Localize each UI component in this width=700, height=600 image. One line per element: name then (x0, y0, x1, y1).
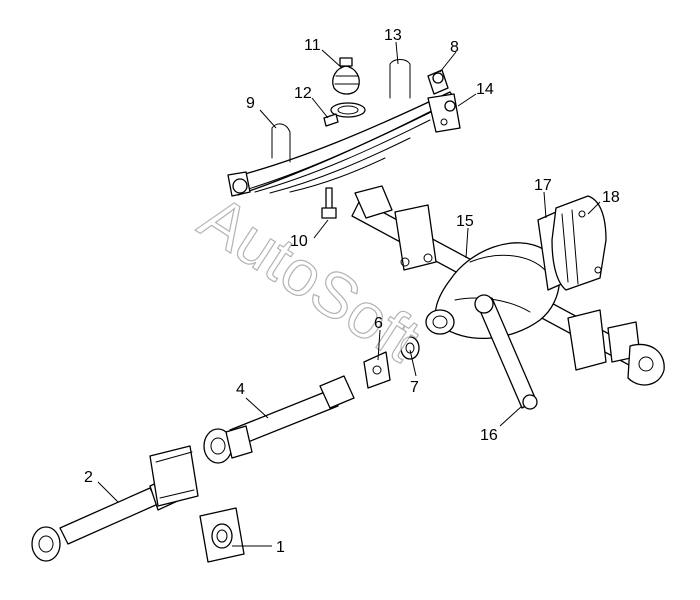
leader-4 (245, 397, 269, 419)
callout-8: 8 (450, 39, 459, 56)
leader-7 (409, 349, 417, 377)
leader-11 (321, 49, 343, 69)
u-bolt-13 (389, 59, 411, 99)
leader-12 (311, 97, 329, 119)
callout-6: 6 (374, 315, 383, 332)
callout-11: 11 (304, 37, 321, 54)
torque-arm (474, 294, 538, 410)
callout-13: 13 (384, 27, 402, 44)
differential-cover (551, 195, 607, 291)
mounting-bolt (321, 187, 337, 219)
leader-16 (499, 405, 523, 427)
spring-seat-plate (323, 102, 366, 127)
callout-17: 17 (534, 177, 552, 194)
rear-prop-shaft (203, 375, 355, 464)
leader-8 (439, 51, 457, 73)
leader-9 (259, 109, 277, 129)
callout-7: 7 (410, 379, 419, 396)
callout-15: 15 (456, 213, 474, 230)
bump-stop (332, 57, 360, 95)
callout-1: 1 (276, 539, 285, 556)
leader-6 (377, 329, 381, 361)
callout-12: 12 (294, 85, 312, 102)
callout-2: 2 (84, 469, 93, 486)
center-bearing-mount (199, 507, 245, 563)
leader-13 (395, 41, 399, 65)
callout-10: 10 (290, 233, 308, 250)
callout-9: 9 (246, 95, 255, 112)
leader-10 (313, 219, 329, 239)
leader-2 (97, 481, 119, 503)
callout-14: 14 (476, 81, 494, 98)
callout-16: 16 (480, 427, 498, 444)
leader-17 (543, 191, 547, 219)
spring-shackle (427, 93, 461, 133)
leaf-spring (227, 69, 456, 197)
watermark: AutoSoft (187, 181, 433, 376)
callout-4: 4 (236, 381, 245, 398)
leader-18 (587, 201, 601, 215)
front-prop-shaft (31, 445, 199, 562)
leader-15 (465, 227, 469, 259)
pinion-nut (400, 336, 420, 360)
leader-lines (97, 41, 601, 547)
callout-labels: 1 2 4 6 7 8 9 10 11 12 13 14 15 16 17 18 (84, 27, 620, 556)
callout-18: 18 (602, 189, 620, 206)
watermark-text: AutoSoft (187, 181, 432, 375)
leader-14 (457, 93, 477, 107)
rear-axle-housing (351, 185, 665, 386)
u-bolt-9 (271, 123, 291, 163)
